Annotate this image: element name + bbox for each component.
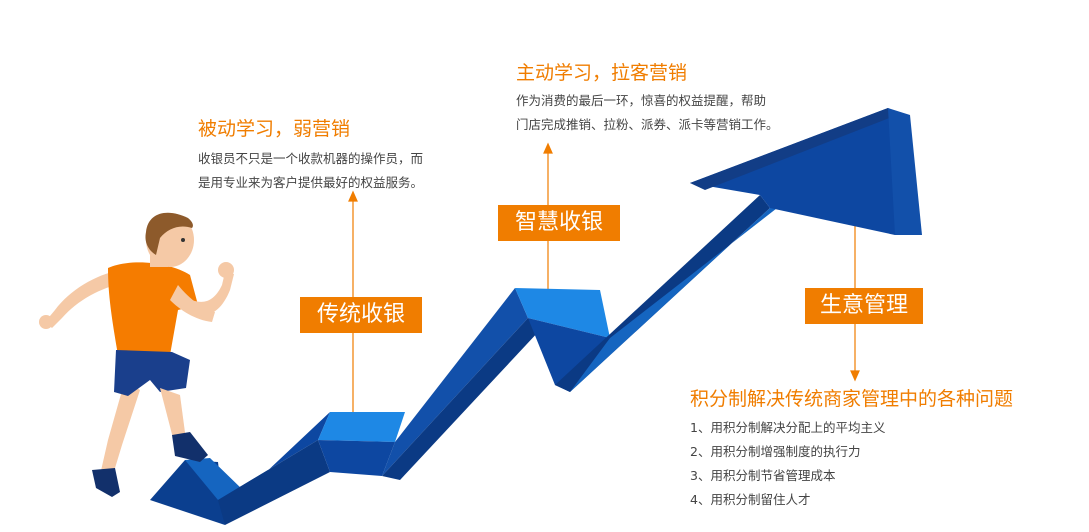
connector-arrowhead-3 (850, 370, 860, 382)
list-item: 2、用积分制增强制度的执行力 (690, 444, 861, 459)
stage-2-description-line: 门店完成推销、拉粉、派券、派卡等营销工作。 (516, 117, 779, 132)
stage-2-badge: 智慧收银 (498, 205, 620, 241)
list-item: 1、用积分制解决分配上的平均主义 (690, 420, 886, 435)
connector-arrowhead-2 (543, 142, 553, 154)
zigzag-arrow-ribbon (150, 108, 922, 525)
stage-1-title: 被动学习，弱营销 (198, 118, 351, 140)
stage-3-badge: 生意管理 (805, 288, 923, 324)
list-item: 4、用积分制留住人才 (690, 492, 811, 507)
stage-3-title: 积分制解决传统商家管理中的各种问题 (690, 388, 1014, 410)
list-item: 3、用积分制节省管理成本 (690, 468, 836, 483)
stage-1-description: 收银员不只是一个收款机器的操作员，而 是用专业来为客户提供最好的权益服务。 (198, 147, 423, 195)
stage-1-description-line: 是用专业来为客户提供最好的权益服务。 (198, 175, 424, 190)
stage-3-list: 1、用积分制解决分配上的平均主义 2、用积分制增强制度的执行力 3、用积分制节省… (690, 416, 885, 512)
stage-2-title: 主动学习，拉客营销 (516, 62, 688, 84)
stage-2-description-line: 作为消费的最后一环，惊喜的权益提醒，帮助 (516, 93, 767, 108)
stage-1-description-line: 收银员不只是一个收款机器的操作员，而 (198, 151, 424, 166)
stage-1-badge: 传统收银 (300, 297, 422, 333)
stage-2-description: 作为消费的最后一环，惊喜的权益提醒，帮助 门店完成推销、拉粉、派券、派卡等营销工… (516, 89, 779, 137)
runner-illustration (39, 212, 234, 497)
connector-arrowhead-1 (348, 190, 358, 202)
